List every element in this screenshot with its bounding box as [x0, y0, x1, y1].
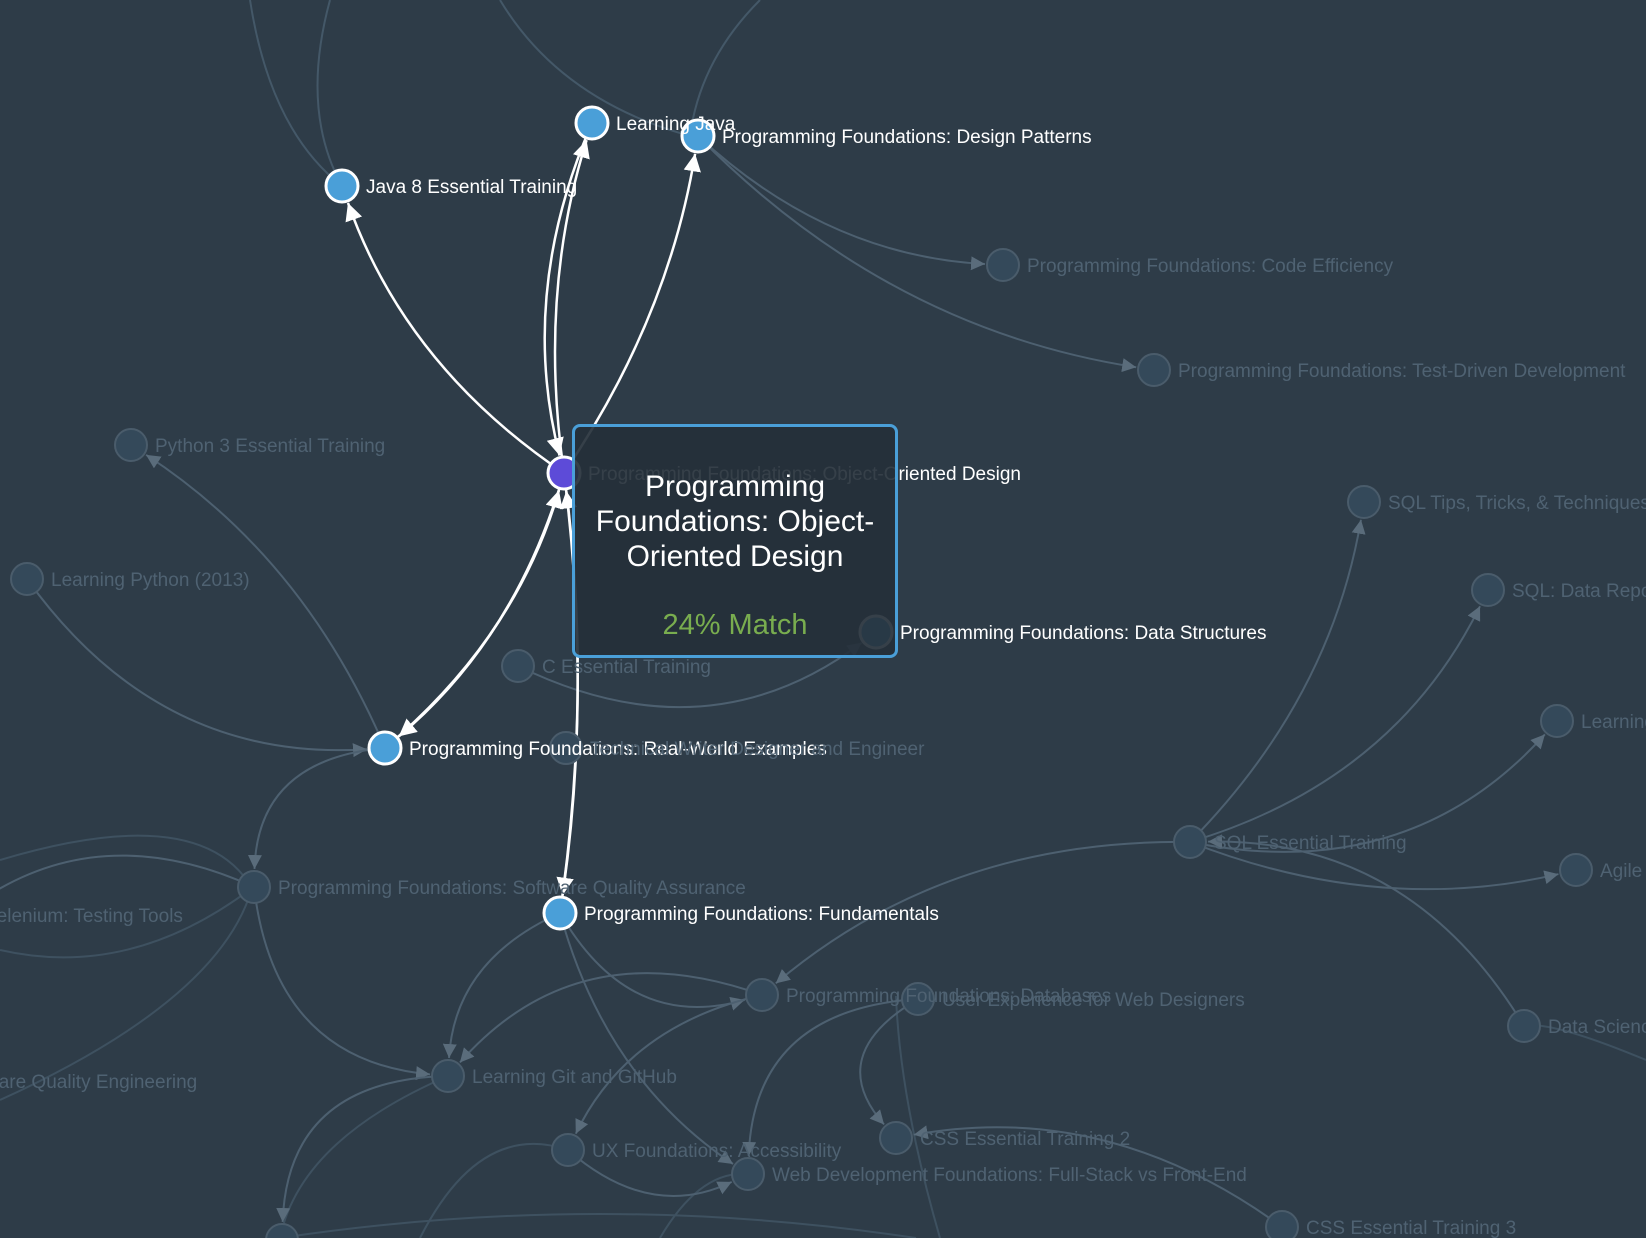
tooltip-match-score: 24% Match: [662, 609, 808, 641]
node-label-real-world[interactable]: Programming Foundations: Real-World Exam…: [409, 739, 827, 760]
node-css3[interactable]: [1265, 1210, 1299, 1238]
edge-css3-to-css2: [913, 1125, 1283, 1228]
node-ux-accessibility[interactable]: [551, 1133, 585, 1167]
edge-c_essential-to-data_structures: [517, 642, 863, 709]
edge-real_world-to-ood: [384, 489, 563, 749]
edge-ux_web-to-css2: [859, 998, 919, 1126]
node-label-fundamentals[interactable]: Programming Foundations: Fundamentals: [584, 904, 939, 925]
edge-databases-to-ux_accessibility: [574, 994, 763, 1135]
node-learning-right[interactable]: [1540, 704, 1574, 738]
node-label-css2[interactable]: CSS Essential Training 2: [920, 1129, 1130, 1150]
node-python3[interactable]: [114, 428, 148, 462]
node-fundamentals[interactable]: [542, 895, 578, 931]
node-data-science[interactable]: [1507, 1009, 1541, 1043]
dim-edges: [0, 135, 1559, 1228]
node-real-world[interactable]: [367, 730, 403, 766]
edge-design_patterns-to-tdd: [697, 135, 1137, 373]
node-label-tech-writer[interactable]: Technical Writer Designer and Engineer: [590, 739, 925, 760]
edge-sql_essential-to-databases: [775, 840, 1191, 985]
node-design-patterns[interactable]: [680, 118, 716, 154]
node-label-sql-data[interactable]: SQL: Data Reporting and Analysis: [1512, 581, 1646, 602]
edge-fundamentals-to-git_github: [442, 912, 561, 1059]
node-label-css3[interactable]: CSS Essential Training 3: [1306, 1218, 1516, 1238]
edge-databases-to-git_github: [459, 972, 763, 1064]
node-label-web-dev[interactable]: Web Development Foundations: Full-Stack …: [772, 1165, 1247, 1186]
node-label-git-github[interactable]: Learning Git and GitHub: [472, 1067, 677, 1088]
node-label-sql-tips[interactable]: SQL Tips, Tricks, & Techniques: [1388, 493, 1646, 514]
graph-nodes: [10, 105, 1593, 1238]
edge-ood-to-real_world: [397, 472, 566, 738]
edge-sql_essential-to-sql_data: [1189, 605, 1481, 843]
node-ux-web[interactable]: [901, 982, 935, 1016]
node-label-sqa[interactable]: Programming Foundations: Software Qualit…: [278, 878, 746, 899]
node-label-learning-java[interactable]: Learning Java: [616, 114, 736, 135]
edge-fundamentals-to-web_dev: [559, 912, 734, 1165]
node-java8[interactable]: [324, 168, 360, 204]
node-agile[interactable]: [1559, 853, 1593, 887]
node-sql-tips[interactable]: [1347, 485, 1381, 519]
edge-learning_java-to-ood: [543, 122, 594, 456]
edge-ux_web-to-web_dev: [742, 998, 919, 1157]
node-label-selenium[interactable]: Selenium: Testing Tools: [0, 906, 183, 927]
node-learning-java[interactable]: [574, 105, 610, 141]
edge-sql_essential-to-agile: [1189, 841, 1559, 891]
node-databases[interactable]: [745, 978, 779, 1012]
node-code-efficiency[interactable]: [986, 248, 1020, 282]
edge-sql_essential-to-sql_tips: [1189, 519, 1366, 843]
node-c-essential[interactable]: [501, 649, 535, 683]
node-label-sw-quality-eng[interactable]: Insights on Software Quality Engineering: [0, 1072, 197, 1093]
edge-data_science-to-sql_essential: [1207, 834, 1525, 1027]
node-css2[interactable]: [879, 1121, 913, 1155]
node-label-agile[interactable]: Agile: [1600, 861, 1642, 882]
node-sql-data[interactable]: [1471, 573, 1505, 607]
course-tooltip: Programming Foundations: Object-Oriented…: [572, 424, 898, 658]
node-label-python3[interactable]: Python 3 Essential Training: [155, 436, 385, 457]
node-label-sql-essential[interactable]: SQL Essential Training: [1214, 833, 1407, 854]
highlighted-edges: [345, 122, 701, 914]
edge-ux_accessibility-to-web_dev: [567, 1149, 733, 1197]
node-label-tdd[interactable]: Programming Foundations: Test-Driven Dev…: [1178, 361, 1626, 382]
edge-sqa-to-git_github: [253, 886, 431, 1081]
node-sqa[interactable]: [237, 870, 271, 904]
node-label-design-patterns[interactable]: Programming Foundations: Design Patterns: [722, 127, 1092, 148]
edge-design_patterns-to-code_efficiency: [697, 135, 986, 271]
edge-fundamentals-to-databases: [559, 912, 745, 1011]
edge-ood-to-java8: [345, 202, 565, 475]
node-label-data-structures[interactable]: Programming Foundations: Data Structures: [900, 623, 1266, 644]
node-git-github[interactable]: [431, 1059, 465, 1093]
node-label-c-essential[interactable]: C Essential Training: [542, 657, 711, 678]
node-learning-python[interactable]: [10, 562, 44, 596]
node-label-databases[interactable]: Programming Foundations: Databases: [786, 986, 1111, 1007]
edge-real_world-to-sqa: [247, 747, 386, 870]
node-web-dev[interactable]: [731, 1157, 765, 1191]
node-label-learning-right[interactable]: Learning: [1581, 712, 1646, 733]
node-label-ux-web[interactable]: User Experience for Web Designers: [942, 990, 1245, 1011]
node-label-data-science[interactable]: Data Science: [1548, 1017, 1646, 1038]
node-label-code-efficiency[interactable]: Programming Foundations: Code Efficiency: [1027, 256, 1394, 277]
node-tdd[interactable]: [1137, 353, 1171, 387]
node-tech-writer[interactable]: [549, 731, 583, 765]
edge-sql_essential-to-learning_right: [1189, 733, 1546, 853]
edge-learning_python-to-real_world: [26, 578, 368, 758]
node-bottom-left[interactable]: [265, 1223, 299, 1238]
node-sql-essential[interactable]: [1173, 825, 1207, 859]
tooltip-title: Programming Foundations: Object-Oriented…: [595, 470, 875, 573]
node-label-ux-accessibility[interactable]: UX Foundations: Accessibility: [592, 1141, 842, 1162]
edge-real_world-to-python3: [145, 454, 386, 749]
node-label-java8[interactable]: Java 8 Essential Training: [366, 177, 577, 198]
edge-sqa-to-selenium: [0, 854, 255, 890]
edge-ood-to-learning_java: [553, 139, 590, 474]
edge-git_github-to-bottom_left: [276, 1075, 449, 1223]
node-label-learning-python[interactable]: Learning Python (2013): [51, 570, 250, 591]
